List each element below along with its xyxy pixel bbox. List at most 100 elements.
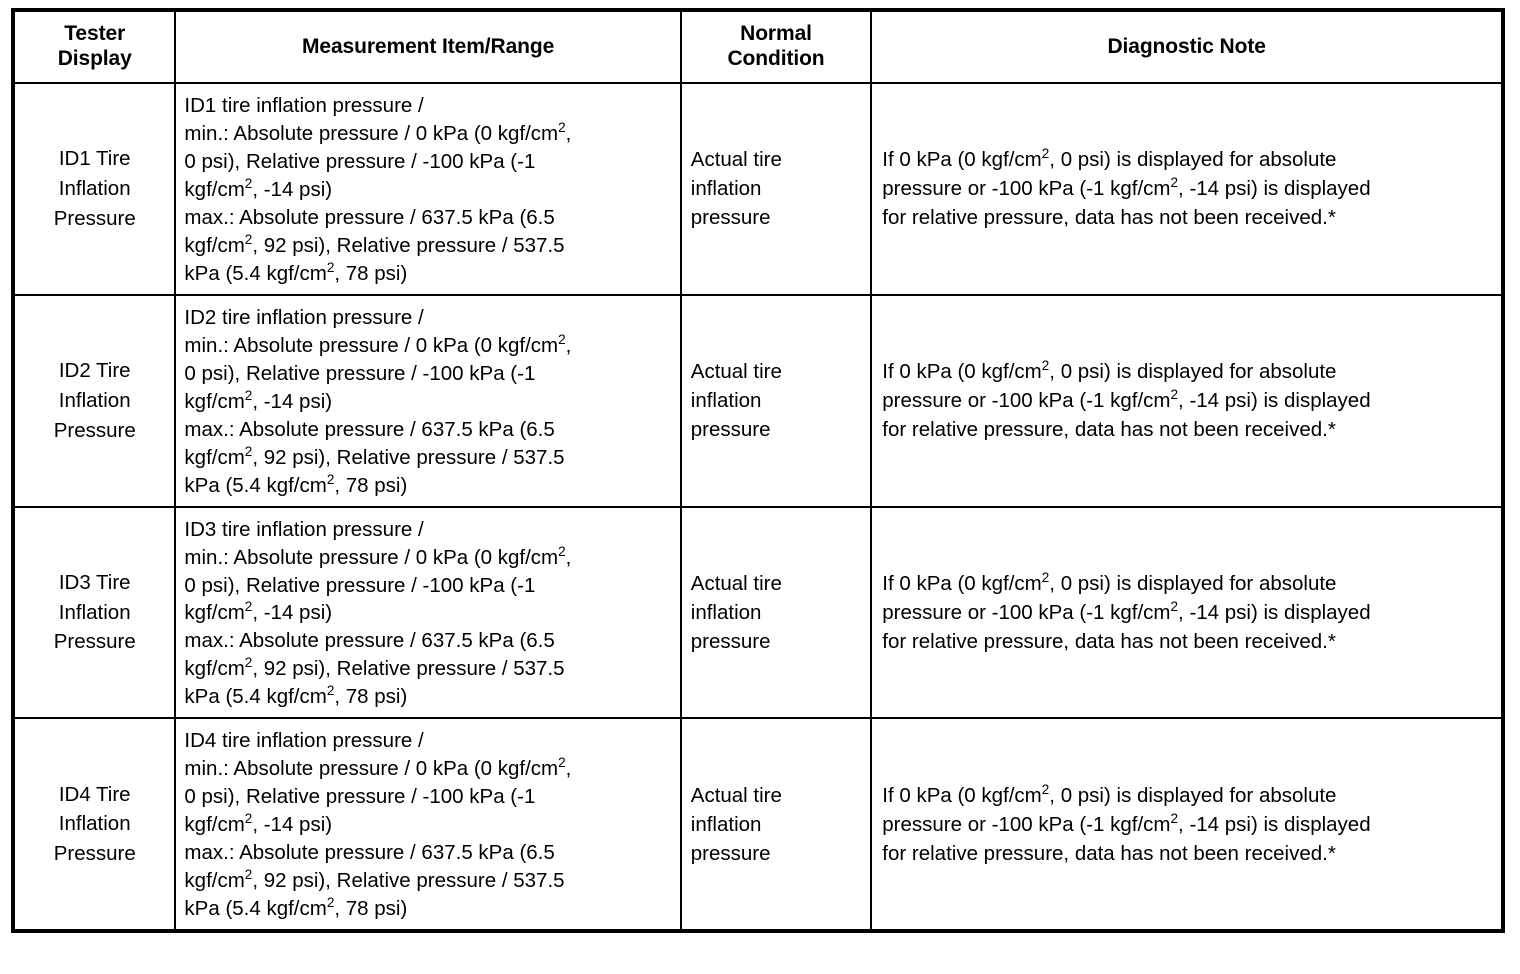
- measurement-line: max.: Absolute pressure / 637.5 kPa (6.5: [184, 205, 555, 229]
- superscript-two: 2: [1170, 599, 1179, 615]
- superscript-two: 2: [1170, 175, 1179, 191]
- tester-display-line: ID1 Tire: [58, 147, 131, 171]
- tester-display-line: ID2 Tire: [58, 359, 131, 383]
- superscript-two: 2: [558, 755, 566, 771]
- normal-condition-line: inflation: [690, 389, 762, 413]
- superscript-two: 2: [244, 599, 253, 615]
- tester-display-line: Pressure: [53, 842, 136, 866]
- normal-condition-line: Actual tire: [690, 571, 782, 595]
- measurement-line: kgf/cm2, 92 psi), Relative pressure / 53…: [184, 443, 565, 469]
- measurement-line: min.: Absolute pressure / 0 kPa (0 kgf/c…: [184, 543, 572, 569]
- cell-diagnostic-note: If 0 kPa (0 kgf/cm2, 0 psi) is displayed…: [870, 505, 1504, 720]
- tester-display-line: Pressure: [53, 418, 136, 442]
- measurement-line: ID2 tire inflation pressure /: [184, 305, 424, 329]
- tester-display-line: Inflation: [58, 812, 131, 836]
- column-header-line: Condition: [727, 47, 825, 70]
- diagnostic-note-line: If 0 kPa (0 kgf/cm2, 0 psi) is displayed…: [882, 146, 1337, 172]
- column-header-diagnostic-note: Diagnostic Note: [870, 9, 1504, 84]
- superscript-two: 2: [1041, 569, 1050, 585]
- normal-condition-line: pressure: [690, 630, 771, 653]
- measurement-line: ID1 tire inflation pressure /: [184, 94, 424, 117]
- superscript-two: 2: [244, 232, 253, 248]
- cell-normal-condition: Actual tire inflation pressure: [679, 717, 873, 933]
- measurement-line: kgf/cm2, -14 psi): [184, 387, 333, 413]
- superscript-two: 2: [1170, 387, 1179, 403]
- diagnostic-note-line: pressure or -100 kPa (-1 kgf/cm2, -14 ps…: [882, 387, 1371, 413]
- normal-condition-line: Actual tire: [690, 360, 782, 383]
- normal-condition-line: pressure: [690, 841, 771, 865]
- diagnostic-note-line: for relative pressure, data has not been…: [882, 418, 1336, 442]
- superscript-two: 2: [558, 543, 566, 559]
- normal-condition-line: Actual tire: [690, 148, 782, 172]
- cell-normal-condition: Actual tire inflation pressure: [679, 82, 873, 296]
- measurement-line: 0 psi), Relative pressure / -100 kPa (-1: [184, 149, 536, 173]
- measurement-line: kPa (5.4 kgf/cm2, 78 psi): [184, 895, 408, 921]
- superscript-two: 2: [326, 895, 335, 911]
- column-header-line: Diagnostic Note: [1107, 34, 1266, 58]
- measurement-line: 0 psi), Relative pressure / -100 kPa (-1: [184, 785, 536, 809]
- measurement-line: kPa (5.4 kgf/cm2, 78 psi): [184, 259, 408, 285]
- superscript-two: 2: [558, 331, 566, 347]
- normal-condition-line: inflation: [690, 812, 762, 836]
- measurement-line: kPa (5.4 kgf/cm2, 78 psi): [184, 471, 408, 497]
- normal-condition-line: pressure: [690, 206, 771, 230]
- normal-condition-line: inflation: [690, 177, 762, 201]
- superscript-two: 2: [1170, 810, 1179, 826]
- column-header-measurement-item-range: Measurement Item/Range: [174, 9, 682, 84]
- superscript-two: 2: [244, 867, 253, 883]
- normal-condition-line: pressure: [690, 418, 771, 442]
- column-header-line: Tester: [64, 22, 126, 46]
- diagnostic-note-line: pressure or -100 kPa (-1 kgf/cm2, -14 ps…: [882, 175, 1371, 201]
- normal-condition-line: Actual tire: [690, 783, 782, 807]
- measurement-line: kgf/cm2, -14 psi): [184, 176, 333, 201]
- measurement-line: ID3 tire inflation pressure /: [184, 517, 424, 541]
- diagnostic-note-line: for relative pressure, data has not been…: [882, 630, 1336, 653]
- measurement-line: 0 psi), Relative pressure / -100 kPa (-1: [184, 573, 536, 597]
- measurement-line: ID4 tire inflation pressure /: [184, 729, 424, 753]
- superscript-two: 2: [558, 120, 566, 136]
- diagnostic-note-line: for relative pressure, data has not been…: [882, 841, 1336, 865]
- tester-display-line: Pressure: [53, 206, 136, 230]
- column-header-line: Measurement Item/Range: [301, 34, 555, 58]
- superscript-two: 2: [1041, 358, 1050, 374]
- measurement-line: kgf/cm2, -14 psi): [184, 599, 333, 625]
- tester-display-line: Inflation: [58, 177, 131, 201]
- superscript-two: 2: [244, 811, 253, 827]
- diagnostic-note-line: pressure or -100 kPa (-1 kgf/cm2, -14 ps…: [882, 599, 1371, 624]
- cell-diagnostic-note: If 0 kPa (0 kgf/cm2, 0 psi) is displayed…: [870, 293, 1504, 508]
- diagnostic-note-line: pressure or -100 kPa (-1 kgf/cm2, -14 ps…: [882, 810, 1371, 836]
- measurement-line: kgf/cm2, -14 psi): [184, 811, 333, 837]
- superscript-two: 2: [326, 259, 335, 275]
- diagnostic-note-line: If 0 kPa (0 kgf/cm2, 0 psi) is displayed…: [882, 358, 1337, 383]
- tester-display-line: ID3 Tire: [58, 570, 131, 594]
- diagnostic-note-line: If 0 kPa (0 kgf/cm2, 0 psi) is displayed…: [882, 569, 1337, 595]
- measurement-line: kgf/cm2, 92 psi), Relative pressure / 53…: [184, 232, 565, 257]
- measurement-line: min.: Absolute pressure / 0 kPa (0 kgf/c…: [184, 331, 572, 357]
- measurement-line: max.: Absolute pressure / 637.5 kPa (6.5: [184, 841, 555, 865]
- tester-display-line: Pressure: [53, 630, 136, 654]
- superscript-two: 2: [244, 387, 253, 403]
- superscript-two: 2: [244, 176, 253, 192]
- diagnostic-note-line: If 0 kPa (0 kgf/cm2, 0 psi) is displayed…: [882, 781, 1337, 807]
- superscript-two: 2: [326, 683, 335, 699]
- cell-measurement-item-range: ID4 tire inflation pressure /min.: Absol…: [174, 717, 682, 933]
- cell-normal-condition: Actual tire inflation pressure: [679, 293, 873, 508]
- measurement-line: kPa (5.4 kgf/cm2, 78 psi): [184, 683, 408, 709]
- column-header-line: Normal: [740, 22, 812, 46]
- tester-display-line: ID4 Tire: [58, 782, 131, 806]
- superscript-two: 2: [1041, 146, 1050, 162]
- measurement-line: kgf/cm2, 92 psi), Relative pressure / 53…: [184, 655, 565, 681]
